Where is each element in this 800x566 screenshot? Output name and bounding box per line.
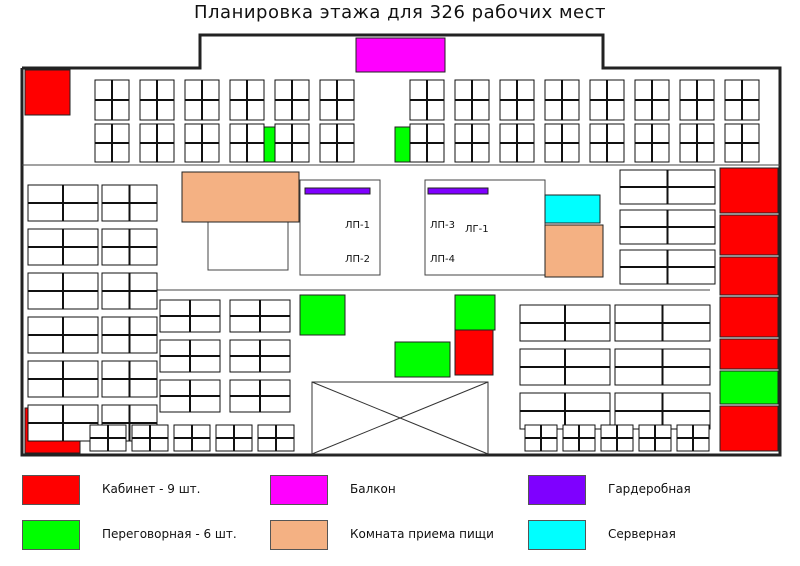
outer-walls — [20, 33, 782, 457]
room-label-lg1: ЛГ-1 — [465, 224, 489, 235]
legend-label: Балкон — [350, 482, 396, 496]
balcony-room — [355, 37, 446, 73]
legend-label: Кабинет - 9 шт. — [102, 482, 201, 496]
room-label-lp4: ЛП-4 — [430, 254, 455, 265]
legend-label: Гардеробная — [608, 482, 691, 496]
legend-label: Комната приема пищи — [350, 527, 494, 541]
legend-swatch — [270, 475, 328, 505]
legend-swatch — [22, 475, 80, 505]
cloakroom-rooms — [304, 187, 489, 195]
legend-swatch — [528, 520, 586, 550]
workstation-clusters — [27, 79, 760, 452]
legend-label: Серверная — [608, 527, 676, 541]
atrium — [311, 381, 489, 455]
legend-swatch — [528, 475, 586, 505]
server-room — [544, 194, 601, 224]
room-label-lp1: ЛП-1 — [345, 220, 370, 231]
page-title: Планировка этажа для 326 рабочих мест — [194, 2, 606, 23]
kitchen-rooms — [181, 171, 604, 278]
legend-label: Переговорная - 6 шт. — [102, 527, 237, 541]
room-label-lp2: ЛП-2 — [345, 254, 370, 265]
room-label-lp3: ЛП-3 — [430, 220, 455, 231]
inner-wall-lines — [22, 164, 780, 291]
legend-swatch — [22, 520, 80, 550]
legend-swatch — [270, 520, 328, 550]
